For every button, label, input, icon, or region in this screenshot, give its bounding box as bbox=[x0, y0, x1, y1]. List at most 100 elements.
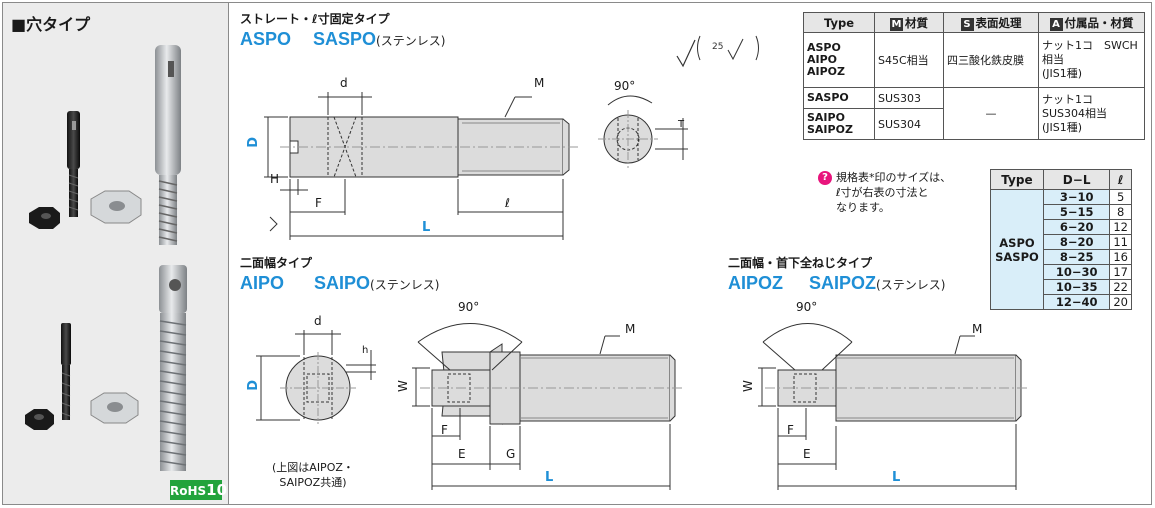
mt-row1-surface: 四三酸化鉄皮膜 bbox=[943, 32, 1039, 88]
st-l: 22 bbox=[1109, 279, 1132, 295]
dim-H-straight: H bbox=[270, 172, 280, 186]
common-note-line-1: (上図はAIPOZ・ bbox=[272, 461, 354, 474]
roughness-value: 25 bbox=[712, 42, 724, 52]
size-note: 規格表*印のサイズは、 ℓ寸が右表の寸法と なります。 bbox=[836, 170, 951, 215]
st-dl: 8−20 bbox=[1042, 234, 1111, 250]
st-dl: 5−15 bbox=[1042, 204, 1111, 220]
straight-code-2: SASPO bbox=[313, 29, 377, 49]
full-thread-suffix: (ステンレス) bbox=[876, 278, 946, 292]
size-table-header: Type D−L ℓ bbox=[990, 169, 1132, 190]
two-flat-pin-drawing bbox=[256, 323, 685, 490]
dim-F-two-flat: F bbox=[441, 423, 448, 437]
dim-d-two-flat: d bbox=[314, 314, 322, 328]
dim-F-straight: F bbox=[315, 196, 322, 210]
dim-D-two-flat: D bbox=[246, 380, 261, 391]
dim-T: T bbox=[678, 119, 685, 130]
straight-suffix: (ステンレス) bbox=[376, 34, 446, 48]
straight-code-1: ASPO bbox=[240, 29, 292, 49]
st-header-dl: D−L bbox=[1042, 169, 1111, 190]
two-flat-code-1: AIPO bbox=[240, 273, 285, 293]
angle-90-full-thread: 90° bbox=[796, 300, 818, 314]
dim-M-full-thread: M bbox=[972, 322, 983, 336]
mt-row1-types: ASPO AIPO AIPOZ bbox=[803, 32, 875, 88]
mt-row23-surface: — bbox=[943, 87, 1039, 140]
mt-row2-material: SUS303 bbox=[874, 87, 944, 109]
dim-W-two-flat: W bbox=[395, 380, 410, 392]
st-l: 8 bbox=[1109, 204, 1132, 220]
size-note-line-3: なります。 bbox=[836, 201, 890, 214]
st-l: 20 bbox=[1109, 294, 1132, 310]
dim-L-full-thread: L bbox=[892, 470, 901, 485]
mt-row-1: ASPO AIPO AIPOZ S45C相当 四三酸化鉄皮膜 ナット1コ SWC… bbox=[803, 32, 1145, 88]
black-pin-photo-2 bbox=[25, 323, 71, 430]
size-note-line-2: ℓ寸が右表の寸法と bbox=[836, 186, 929, 199]
st-dl: 10−30 bbox=[1042, 264, 1111, 280]
two-flat-suffix: (ステンレス) bbox=[370, 278, 440, 292]
st-dl: 3−10 bbox=[1042, 189, 1111, 205]
dim-G-two-flat: G bbox=[506, 447, 516, 461]
mt-row1-accessory: ナット1コ SWCH相当 (JIS1種) bbox=[1038, 32, 1145, 88]
st-l: 5 bbox=[1109, 189, 1132, 205]
mt-row23-accessory: ナット1コ SUS304相当 (JIS1種) bbox=[1038, 87, 1145, 140]
straight-type-codes: ASPO SASPO(ステンレス) bbox=[240, 29, 445, 50]
full-thread-code-1: AIPOZ bbox=[728, 273, 784, 293]
mt-row3-types: SAIPO SAIPOZ bbox=[803, 108, 875, 140]
size-note-line-1: 規格表*印のサイズは、 bbox=[836, 171, 952, 184]
st-l: 11 bbox=[1109, 234, 1132, 250]
two-flat-type-title: 二面幅タイプ bbox=[240, 256, 313, 270]
st-type-cell: ASPO SASPO bbox=[990, 189, 1044, 310]
st-l: 12 bbox=[1109, 219, 1132, 235]
dim-F-full-thread: F bbox=[787, 423, 794, 437]
two-flat-full-thread-drawing bbox=[758, 323, 1030, 490]
dim-L-two-flat: L bbox=[545, 470, 554, 485]
mt-row1-material: S45C相当 bbox=[874, 32, 944, 88]
dim-l-straight: ℓ bbox=[505, 196, 510, 210]
straight-type-title: ストレート・ℓ寸固定タイプ bbox=[240, 12, 390, 26]
st-l: 17 bbox=[1109, 264, 1132, 280]
full-thread-type-title: 二面幅・首下全ねじタイプ bbox=[728, 256, 873, 270]
caution-icon: ? bbox=[818, 171, 832, 185]
dim-d-straight: d bbox=[340, 76, 348, 90]
rohs-label: RoHS bbox=[170, 484, 207, 498]
st-header-l: ℓ bbox=[1109, 169, 1132, 190]
dim-E-full-thread: E bbox=[803, 447, 811, 461]
dim-W-full-thread: W bbox=[740, 380, 755, 392]
common-drawing-note: (上図はAIPOZ・ SAIPOZ共通) bbox=[272, 460, 354, 490]
material-icon: M bbox=[890, 17, 903, 31]
mt-header-type: Type bbox=[803, 12, 875, 33]
st-dl: 10−35 bbox=[1042, 279, 1111, 295]
steel-pin-photo-1 bbox=[90, 45, 181, 245]
st-dl: 12−40 bbox=[1042, 294, 1111, 310]
dim-M-two-flat: M bbox=[625, 322, 636, 336]
black-pin-photo-1 bbox=[29, 111, 80, 229]
dim-h-two-flat: h bbox=[362, 345, 369, 356]
two-flat-type-codes: AIPO SAIPO(ステンレス) bbox=[240, 273, 439, 294]
straight-pin-drawing bbox=[264, 35, 759, 240]
rohs-badge: RoHS10 bbox=[170, 480, 227, 500]
dim-E-two-flat: E bbox=[458, 447, 466, 461]
product-photo-panel: ■穴タイプ bbox=[3, 3, 229, 504]
angle-90-two-flat: 90° bbox=[458, 300, 480, 314]
st-dl: 6−20 bbox=[1042, 219, 1111, 235]
mt-row-3: SAIPO SAIPOZ SUS304 bbox=[803, 108, 1145, 140]
two-flat-code-2: SAIPO bbox=[314, 273, 371, 293]
dim-m-straight: M bbox=[534, 76, 545, 90]
rohs-number: 10 bbox=[206, 481, 228, 499]
angle-90-end-view: 90° bbox=[614, 79, 636, 93]
mt-row-2: SASPO SUS303 — ナット1コ SUS304相当 (JIS1種) bbox=[803, 87, 1145, 140]
surface-icon: S bbox=[960, 17, 974, 31]
accessory-icon: A bbox=[1049, 17, 1063, 31]
